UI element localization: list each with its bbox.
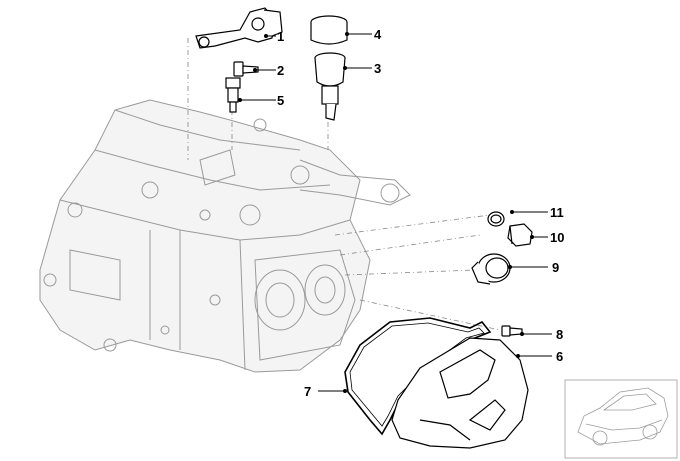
shift-lever-bracket xyxy=(195,7,283,49)
transmission-housing-illustration xyxy=(39,99,411,373)
callout-9: 9 xyxy=(552,260,559,275)
callout-7: 7 xyxy=(304,384,311,399)
plug-part-10 xyxy=(507,223,533,247)
callout-8: 8 xyxy=(556,327,563,342)
gasket-part-7 xyxy=(344,317,492,436)
callout-2: 2 xyxy=(277,63,284,78)
callout-3: 3 xyxy=(374,61,381,76)
seal-ring-part-9 xyxy=(471,253,511,285)
sensor-part-5 xyxy=(225,77,241,113)
bolt-part-8 xyxy=(501,325,523,337)
leader-lines xyxy=(238,32,552,393)
vehicle-thumbnail xyxy=(564,379,678,459)
o-ring-part-11 xyxy=(487,211,505,227)
cap-part-4 xyxy=(310,15,348,45)
screw-part-2 xyxy=(233,61,259,77)
callout-1: 1 xyxy=(277,29,284,44)
callout-10: 10 xyxy=(550,230,564,245)
callout-6: 6 xyxy=(556,349,563,364)
callout-4: 4 xyxy=(374,27,382,42)
callout-11: 11 xyxy=(550,205,564,220)
callout-labels: 1 2 3 4 5 6 7 8 9 10 11 xyxy=(277,27,564,399)
selector-shaft-part-3 xyxy=(314,52,346,121)
cover-part-6 xyxy=(391,337,529,449)
callout-5: 5 xyxy=(277,93,284,108)
